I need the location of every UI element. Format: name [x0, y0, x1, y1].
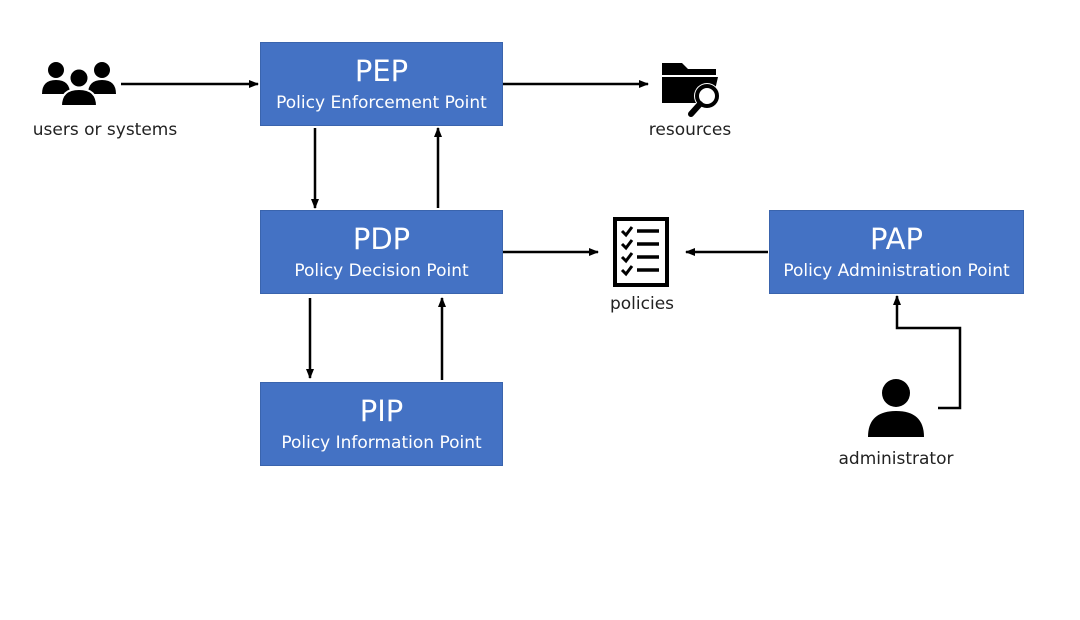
pdp-box: PDP Policy Decision Point — [260, 210, 503, 294]
folder-search-icon — [662, 63, 720, 117]
pip-full-name: Policy Information Point — [281, 433, 482, 453]
pap-full-name: Policy Administration Point — [783, 261, 1010, 281]
pep-abbreviation: PEP — [354, 54, 409, 88]
users-label: users or systems — [32, 120, 178, 140]
pap-box: PAP Policy Administration Point — [769, 210, 1024, 294]
users-icon — [42, 62, 116, 107]
pdp-full-name: Policy Decision Point — [294, 261, 469, 281]
pdp-abbreviation: PDP — [352, 222, 411, 256]
pip-abbreviation: PIP — [359, 394, 404, 428]
resources-label: resources — [648, 120, 732, 140]
policies-label: policies — [609, 294, 675, 314]
administrator-label: administrator — [838, 449, 954, 469]
checklist-icon — [613, 217, 669, 287]
user-icon — [868, 379, 924, 437]
pep-box: PEP Policy Enforcement Point — [260, 42, 503, 126]
arrow-administrator-to-pap — [893, 295, 962, 410]
pep-full-name: Policy Enforcement Point — [276, 93, 487, 113]
pap-abbreviation: PAP — [870, 222, 923, 256]
pip-box: PIP Policy Information Point — [260, 382, 503, 466]
